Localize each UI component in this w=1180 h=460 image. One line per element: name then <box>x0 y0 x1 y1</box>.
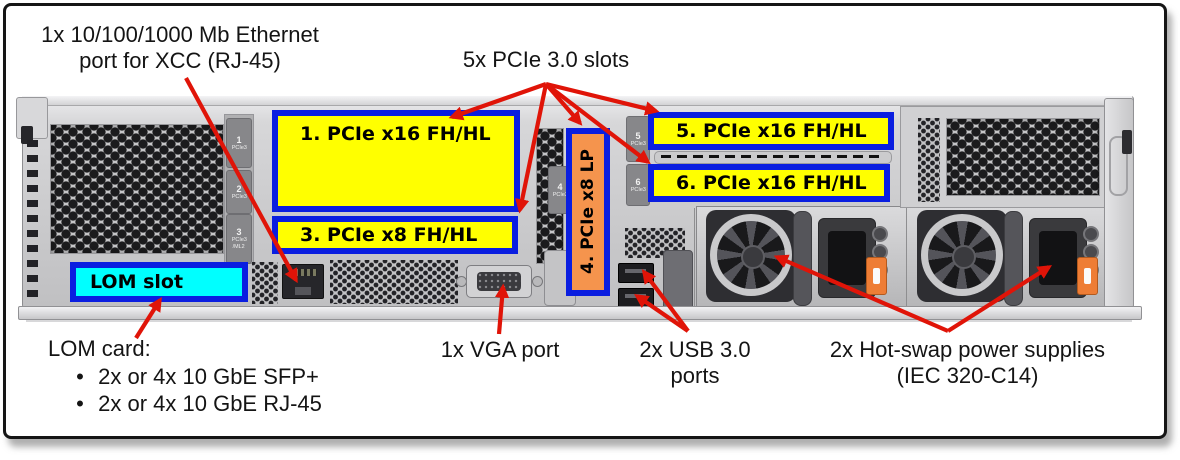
slot3-chassis-tab: 3 PCIe3 /ML2 <box>226 214 252 264</box>
lom-slot-callout: LOM slot <box>70 262 248 302</box>
chassis-top-rim <box>22 96 1132 106</box>
slot2-chassis-tab: 2 PCIe3 <box>226 170 252 214</box>
vent-dots-left-of-rj45 <box>252 262 278 304</box>
psu-label-line1: 2x Hot-swap power supplies <box>829 337 1106 362</box>
psu1-handle <box>793 211 812 306</box>
vga-port-label: 1x VGA port <box>440 337 560 362</box>
bullet-glyph-1: • <box>76 364 84 389</box>
psu2-screw-1 <box>1083 226 1099 242</box>
slot3-tab-sub: PCIe3 <box>231 237 247 243</box>
usb-side-bracket <box>663 250 693 310</box>
right-hex-vent <box>946 118 1100 196</box>
slot6-callout-label: 6. PCIe x16 FH/HL <box>676 172 867 194</box>
slot1-tab-sub: PCIe3 <box>231 144 247 151</box>
slot1-callout: 1. PCIe x16 FH/HL <box>272 110 520 212</box>
slot5-tab-number: 5 <box>635 130 641 141</box>
chassis-bottom-lip <box>18 306 1142 320</box>
slot3-tab-number: 3 <box>236 227 242 237</box>
psu2-handle <box>1004 211 1023 306</box>
psu1-fan-hub <box>741 245 765 269</box>
xcc-port-label-line1: 1x 10/100/1000 Mb Ethernet <box>41 22 319 47</box>
xcc-port-label-line2: port for XCC (RJ-45) <box>79 48 281 73</box>
right-flange-tab <box>1122 130 1132 154</box>
xcc-rj45-port <box>282 264 324 299</box>
lom-card-bullet-2: • 2x or 4x 10 GbE RJ-45 <box>68 391 322 417</box>
slot6-tab-number: 6 <box>635 176 641 187</box>
lom-card-bullet-1: • 2x or 4x 10 GbE SFP+ <box>68 364 319 390</box>
slot6-callout: 6. PCIe x16 FH/HL <box>648 164 890 202</box>
slot3-callout-label: 3. PCIe x8 FH/HL <box>300 224 478 246</box>
usb-ports-label-line2: ports <box>670 363 720 388</box>
usb-port-2 <box>618 288 654 308</box>
slot2-tab-number: 2 <box>236 183 242 194</box>
slot3-callout: 3. PCIe x8 FH/HL <box>272 216 518 254</box>
pcie-slots-label: 5x PCIe 3.0 slots <box>462 47 630 72</box>
right-dot-column <box>918 118 940 202</box>
slot3-tab-sub2: /ML2 <box>232 244 246 250</box>
psu2-release-tab <box>1077 257 1098 295</box>
psu2-fan-hub <box>952 245 976 269</box>
slot1-tab-number: 1 <box>236 134 242 145</box>
slot4-callout-label: 4. PCIe x8 LP <box>578 149 598 275</box>
vga-port <box>466 265 532 298</box>
slot5-chassis-tab: 5 PCIe3 <box>626 116 650 162</box>
psu-bay-divider-left <box>694 208 695 306</box>
usb-ports-label-line1: 2x USB 3.0 <box>639 337 751 362</box>
lom-card-bullet-1-text: 2x or 4x 10 GbE SFP+ <box>98 364 319 389</box>
left-rail-vents <box>27 140 38 298</box>
slot4-callout: 4. PCIe x8 LP <box>566 128 610 296</box>
psu-label: 2x Hot-swap power supplies (IEC 320-C14) <box>795 337 1140 389</box>
slot2-tab-sub: PCIe3 <box>231 193 247 200</box>
slot1-callout-label: 1. PCIe x16 FH/HL <box>300 123 491 145</box>
slot4-tab-number: 4 <box>557 181 563 192</box>
slot6-tab-sub: PCIe3 <box>630 186 646 193</box>
slot1-chassis-tab: 1 PCIe3 <box>226 118 252 168</box>
chassis-left-ear-slot <box>21 126 33 144</box>
slot5-callout-label: 5. PCIe x16 FH/HL <box>676 120 867 142</box>
slot4-tab-sub: PCIe3 <box>552 191 568 198</box>
chassis-bottom-shadow <box>26 320 1132 322</box>
lom-slot-callout-label: LOM slot <box>90 271 184 293</box>
vga-screw-right <box>532 276 543 287</box>
slot6-chassis-tab: 6 PCIe3 <box>626 164 650 206</box>
left-hex-vent <box>50 124 224 254</box>
psu-bay-divider-mid <box>906 208 907 306</box>
lom-card-title: LOM card: <box>48 336 151 361</box>
usb-port-1 <box>618 263 654 283</box>
slot5-tab-sub: PCIe3 <box>630 140 646 147</box>
right-flange-cutout <box>1109 136 1128 196</box>
slot-filler-dashed <box>654 151 892 164</box>
slot5-callout: 5. PCIe x16 FH/HL <box>648 112 894 150</box>
psu1-screw-1 <box>872 226 888 242</box>
bullet-glyph-2: • <box>76 391 84 416</box>
xcc-port-label: 1x 10/100/1000 Mb Ethernet port for XCC … <box>20 22 340 74</box>
lom-card-bullet-2-text: 2x or 4x 10 GbE RJ-45 <box>98 391 322 416</box>
vent-dots-right-of-rj45 <box>330 260 458 304</box>
usb-ports-label: 2x USB 3.0 ports <box>625 337 765 389</box>
psu1-release-tab <box>866 257 887 295</box>
psu-label-line2: (IEC 320-C14) <box>896 363 1039 388</box>
